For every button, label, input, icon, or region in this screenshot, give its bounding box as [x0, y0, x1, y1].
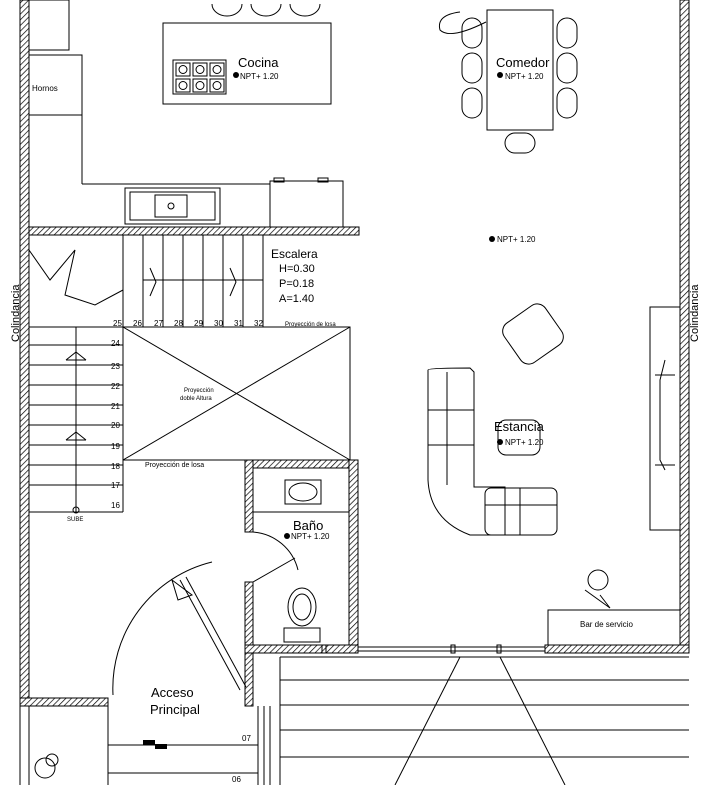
label-doble-altura-2: doble Altura — [180, 396, 212, 402]
acceso-line1: Acceso — [151, 685, 194, 700]
step-number: 20 — [111, 421, 120, 430]
label-hornos: Hornos — [32, 84, 58, 93]
stair-top-numbers: 25 26 27 28 29 30 31 32 — [113, 319, 263, 328]
room-name-comedor: Comedor — [496, 55, 550, 70]
acceso-line2: Principal — [150, 702, 200, 717]
wall-bath-left-a — [244, 459, 254, 533]
label-colindancia-right: Colindancia — [689, 284, 701, 342]
step-number: 19 — [111, 442, 120, 451]
step-number: 29 — [194, 319, 203, 328]
label-colindancia-left: Colindancia — [10, 284, 22, 342]
room-name-cocina: Cocina — [238, 55, 279, 70]
step-number: 06 — [232, 775, 241, 784]
step-number: 17 — [111, 481, 120, 490]
step-number: 23 — [111, 362, 120, 371]
step-number: 22 — [111, 382, 120, 391]
linework — [19, 0, 689, 785]
label-proyeccion-losa-top: Proyección de losa — [285, 322, 336, 328]
step-number: 26 — [133, 319, 142, 328]
wall-front — [544, 644, 690, 654]
step-number: 16 — [111, 501, 120, 510]
room-name-estancia: Estancia — [494, 419, 545, 434]
level-estancia: NPT+ 1.20 — [505, 438, 544, 447]
step-number: 18 — [111, 462, 120, 471]
label-bar: Bar de servicio — [580, 620, 633, 629]
label-sube: SUBE — [67, 517, 83, 523]
step-number: 27 — [154, 319, 163, 328]
label-proyeccion-losa-bottom: Proyección de losa — [145, 462, 204, 469]
level-bano: NPT+ 1.20 — [291, 532, 330, 541]
room-name-bano: Baño — [293, 518, 323, 533]
step-number: 07 — [242, 734, 251, 743]
level-comedor: NPT+ 1.20 — [505, 72, 544, 81]
wall-bath-left-b — [244, 581, 254, 707]
step-number: 31 — [234, 319, 243, 328]
wall-bath-right — [348, 459, 359, 653]
step-number: 28 — [174, 319, 183, 328]
escalera-a: A=1.40 — [279, 293, 314, 305]
level-markers — [233, 72, 503, 539]
escalera-p: P=0.18 — [279, 278, 314, 290]
wall-left-bottom — [19, 697, 109, 707]
step-number: 30 — [214, 319, 223, 328]
wall-bath-top — [244, 459, 359, 469]
step-number: 25 — [113, 319, 122, 328]
escalera-title: Escalera — [271, 247, 318, 261]
wall-left — [19, 0, 30, 707]
escalera-h: H=0.30 — [279, 263, 315, 275]
level-cocina: NPT+ 1.20 — [240, 72, 279, 81]
step-number: 32 — [254, 319, 263, 328]
wall-bath-bottom — [244, 644, 359, 654]
step-number: 24 — [111, 339, 120, 348]
wall-right — [679, 0, 690, 653]
level-center: NPT+ 1.20 — [497, 235, 536, 244]
stair-left-numbers: 24 23 22 21 20 19 18 17 16 — [111, 339, 120, 510]
label-doble-altura-1: Proyección — [184, 388, 214, 394]
wall-kitchen-bottom — [28, 226, 360, 236]
walls — [19, 0, 690, 707]
step-number: 21 — [111, 402, 120, 411]
